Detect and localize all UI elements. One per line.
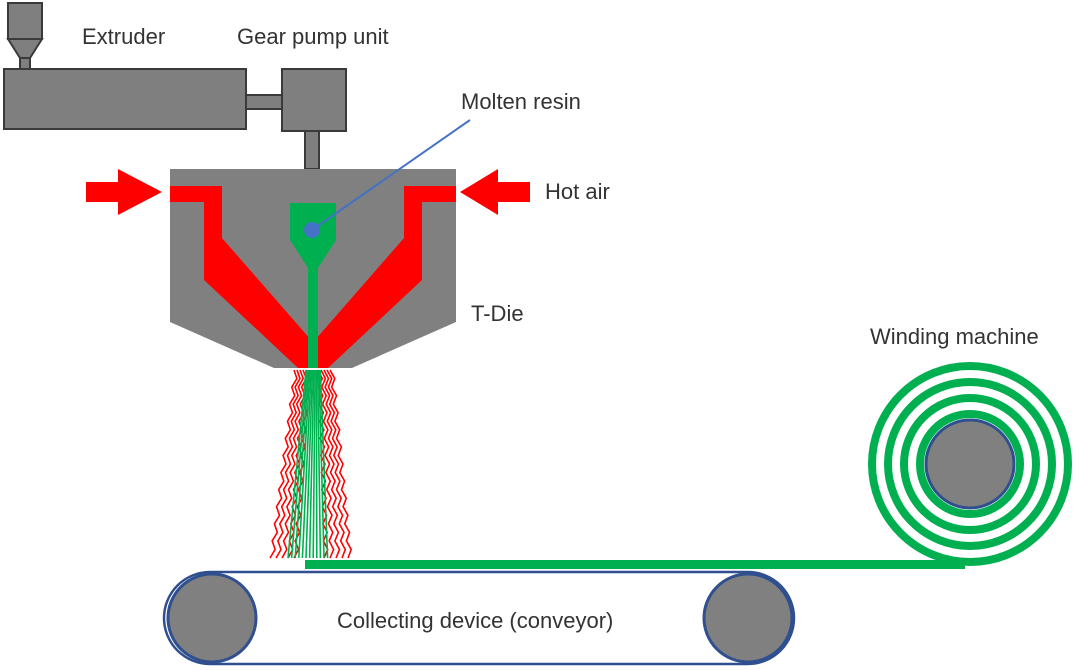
hot-air-stream (281, 369, 305, 559)
winding-machine-label: Winding machine (870, 324, 1039, 349)
molten-resin-pointer-dot (304, 222, 320, 238)
molten-resin-label: Molten resin (461, 89, 581, 114)
conveyor-belt (162, 570, 796, 666)
hot-air-channel-left (170, 186, 318, 368)
molten-resin-channel (290, 203, 336, 368)
feed-pipe (304, 130, 320, 170)
resin-fiber (305, 369, 314, 559)
resin-fiber (318, 369, 325, 559)
molten-resin-pointer-line (311, 119, 471, 231)
t-die-label: T-Die (471, 301, 524, 326)
conveyor-roller-right (702, 572, 794, 664)
hot-air-stream (323, 369, 341, 559)
resin-fiber (308, 369, 315, 559)
conveyor-roller-left (166, 572, 258, 664)
fiber-spray (269, 369, 353, 559)
resin-fiber (298, 369, 311, 559)
hot-air-stream (329, 369, 353, 559)
gear-pump-label: Gear pump unit (237, 24, 389, 49)
hot-air-arrow-right (460, 169, 530, 215)
resin-fiber (316, 369, 322, 559)
winding-core (924, 418, 1016, 510)
hot-air-label: Hot air (545, 179, 610, 204)
gear-pump-unit (281, 68, 347, 132)
nonwoven-web (305, 560, 965, 569)
hot-air-channel-right (308, 186, 456, 368)
extruder-hopper (6, 2, 44, 71)
resin-fiber (287, 369, 307, 559)
resin-fiber (319, 369, 329, 559)
hot-air-arrow-left (86, 169, 162, 215)
extruder-barrel (3, 68, 247, 130)
hot-air-stream (275, 369, 301, 559)
hot-air-stream (326, 369, 347, 559)
winding-roll (868, 362, 1072, 566)
extruder-label: Extruder (82, 24, 165, 49)
resin-fiber (290, 369, 309, 559)
resin-fiber (294, 369, 310, 559)
conveyor-label: Collecting device (conveyor) (337, 608, 613, 633)
extruder-connector (245, 94, 283, 110)
resin-fiber (301, 369, 312, 559)
conveyor (162, 570, 796, 666)
hot-air-stream (269, 369, 298, 559)
resin-fiber (312, 369, 316, 559)
hot-air-stream (320, 369, 335, 559)
